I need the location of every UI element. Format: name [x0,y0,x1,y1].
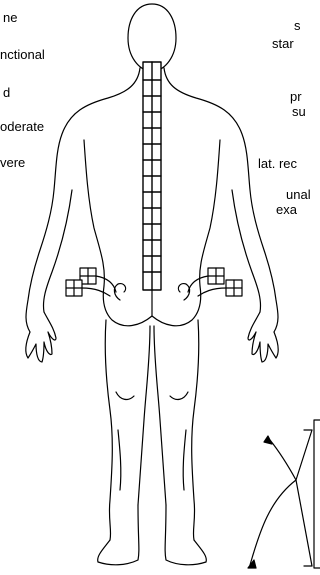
spine-grid-icon [143,62,161,290]
measure-bracket [248,420,320,568]
foot-outline-icon [98,505,207,565]
